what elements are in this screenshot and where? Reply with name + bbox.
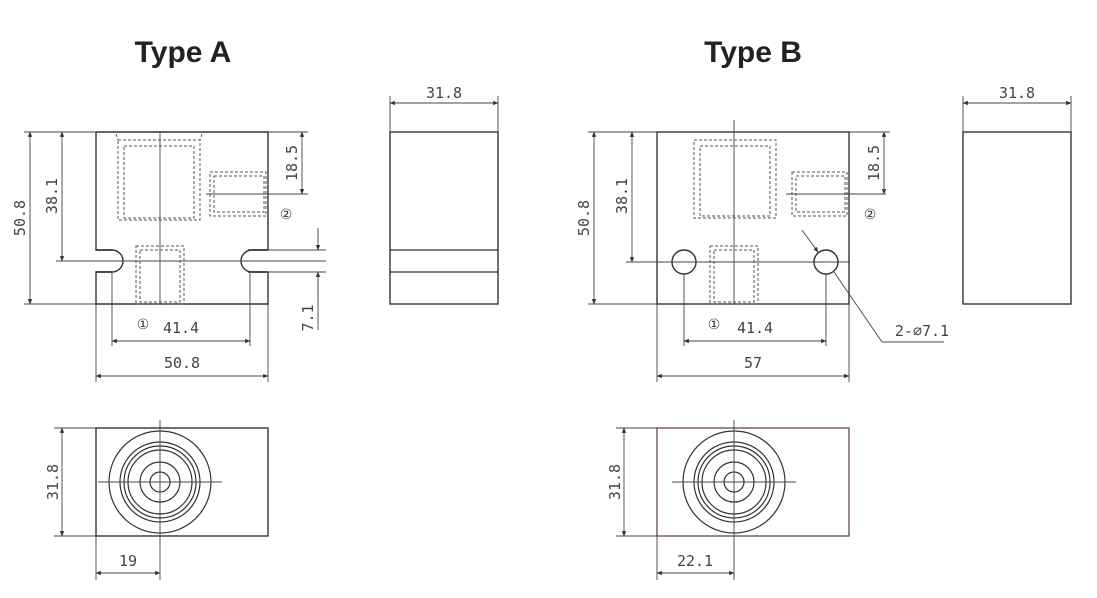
type-a-side-dim-width: 31.8 [426, 84, 462, 102]
type-a-top-dim-height: 31.8 [44, 464, 62, 500]
type-b-dim-width: 57 [744, 354, 762, 372]
type-b-side-view: 31.8 [962, 84, 1072, 305]
type-a-title: Type A [135, 36, 232, 69]
type-b-title: Type B [704, 36, 802, 69]
type-b-top-view: 31.8 22.1 [606, 420, 850, 580]
type-b-dim-height-overall: 50.8 [575, 200, 593, 236]
type-a-dim-width: 50.8 [164, 354, 200, 372]
type-b-hole-callout: 2-⌀7.1 [895, 322, 949, 340]
type-b-dim-port2-offset: 18.5 [865, 145, 883, 181]
type-a-dim-port2-offset: 18.5 [283, 145, 301, 181]
type-a-dim-hole-spacing: 41.4 [163, 319, 199, 337]
type-a-port2-mark: ② [280, 207, 293, 223]
type-a-dim-height-port: 38.1 [43, 178, 61, 214]
type-b-side-dim-width: 31.8 [999, 84, 1035, 102]
type-a-top-view: 31.8 19 [44, 420, 269, 580]
type-a-front-view: 50.8 38.1 18.5 7.1 41.4 50.8 ① ② [11, 131, 326, 382]
type-b-port2-mark: ② [864, 207, 877, 223]
type-b-top-dim-height: 31.8 [606, 464, 624, 500]
type-a-port1-mark: ① [137, 317, 150, 333]
type-a-side-view: 31.8 [389, 84, 499, 305]
type-b-dim-height-port: 38.1 [613, 178, 631, 214]
type-b-front-view: 50.8 38.1 18.5 41.4 57 2-⌀7.1 ① ② [575, 120, 949, 382]
type-a-top-dim-offset: 19 [119, 552, 137, 570]
type-a-dim-slot-offset: 7.1 [299, 304, 317, 331]
type-b-port1-mark: ① [708, 317, 721, 333]
type-b-dim-hole-spacing: 41.4 [737, 319, 773, 337]
type-b-top-dim-offset: 22.1 [677, 552, 713, 570]
type-a-dim-height-overall: 50.8 [11, 200, 29, 236]
